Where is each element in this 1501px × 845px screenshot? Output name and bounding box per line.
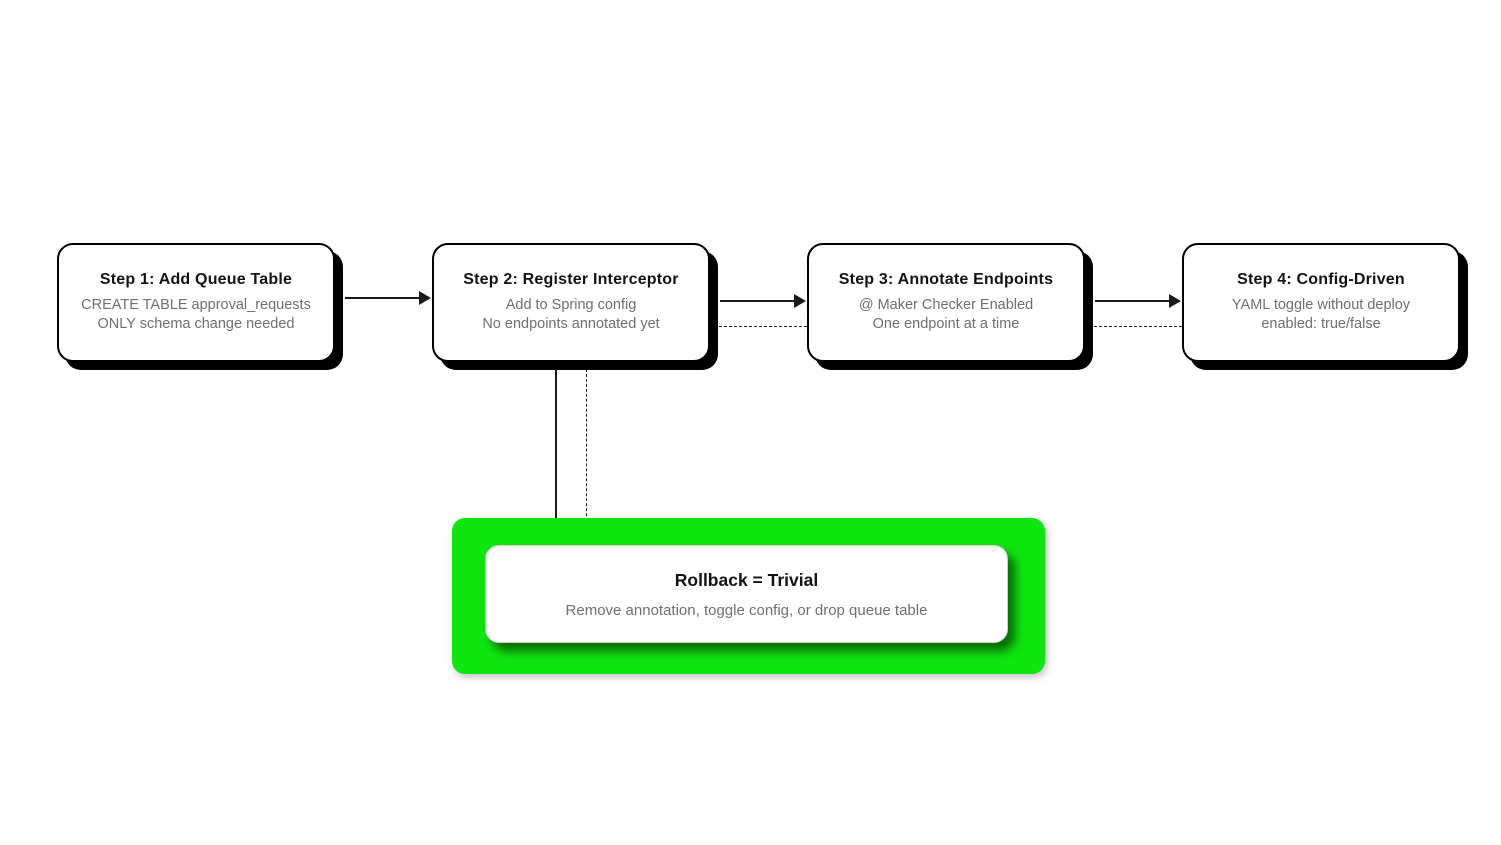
arrowhead-right-icon bbox=[1169, 294, 1181, 308]
step-3-detail-line-1: @ Maker Checker Enabled bbox=[858, 297, 1034, 313]
rollback-title: Rollback = Trivial bbox=[674, 569, 819, 590]
rollback-subtitle: Remove annotation, toggle config, or dro… bbox=[565, 601, 928, 619]
arrowhead-right-icon bbox=[794, 294, 806, 308]
step-3-detail-line-2: One endpoint at a time bbox=[872, 316, 1020, 332]
arrow-step1-to-step2 bbox=[345, 291, 431, 305]
step-4-title: Step 4: Config-Driven bbox=[1237, 271, 1405, 288]
arrow-step2-to-step3 bbox=[720, 294, 806, 308]
dashed-link-step2-to-rollback bbox=[581, 369, 595, 536]
rollback-highlight: Rollback = Trivial Remove annotation, to… bbox=[452, 518, 1045, 674]
step-2-detail-line-1: Add to Spring config bbox=[505, 297, 637, 313]
step-4-detail-line-2: enabled: true/false bbox=[1261, 316, 1381, 332]
step-2-node: Step 2: Register Interceptor Add to Spri… bbox=[432, 243, 710, 362]
arrow-step3-to-step4 bbox=[1095, 294, 1181, 308]
step-2-detail-line-2: No endpoints annotated yet bbox=[482, 316, 660, 332]
step-1-detail-line-2: ONLY schema change needed bbox=[97, 316, 295, 332]
step-2-title: Step 2: Register Interceptor bbox=[463, 271, 679, 288]
step-1-node: Step 1: Add Queue Table CREATE TABLE app… bbox=[57, 243, 335, 362]
rollback-node: Rollback = Trivial Remove annotation, to… bbox=[485, 545, 1008, 643]
step-4-detail-line-1: YAML toggle without deploy bbox=[1231, 297, 1411, 313]
dashed-link-step3-to-step4 bbox=[1094, 326, 1182, 327]
dashed-link-step2-to-step3 bbox=[719, 326, 807, 327]
arrowhead-right-icon bbox=[419, 291, 431, 305]
step-3-title: Step 3: Annotate Endpoints bbox=[838, 271, 1054, 288]
step-1-detail-line-1: CREATE TABLE approval_requests bbox=[81, 297, 311, 313]
step-3-node: Step 3: Annotate Endpoints @ Maker Check… bbox=[807, 243, 1085, 362]
step-1-title: Step 1: Add Queue Table bbox=[99, 271, 293, 288]
step-4-node: Step 4: Config-Driven YAML toggle withou… bbox=[1182, 243, 1460, 362]
arrow-step2-to-rollback bbox=[550, 369, 566, 538]
